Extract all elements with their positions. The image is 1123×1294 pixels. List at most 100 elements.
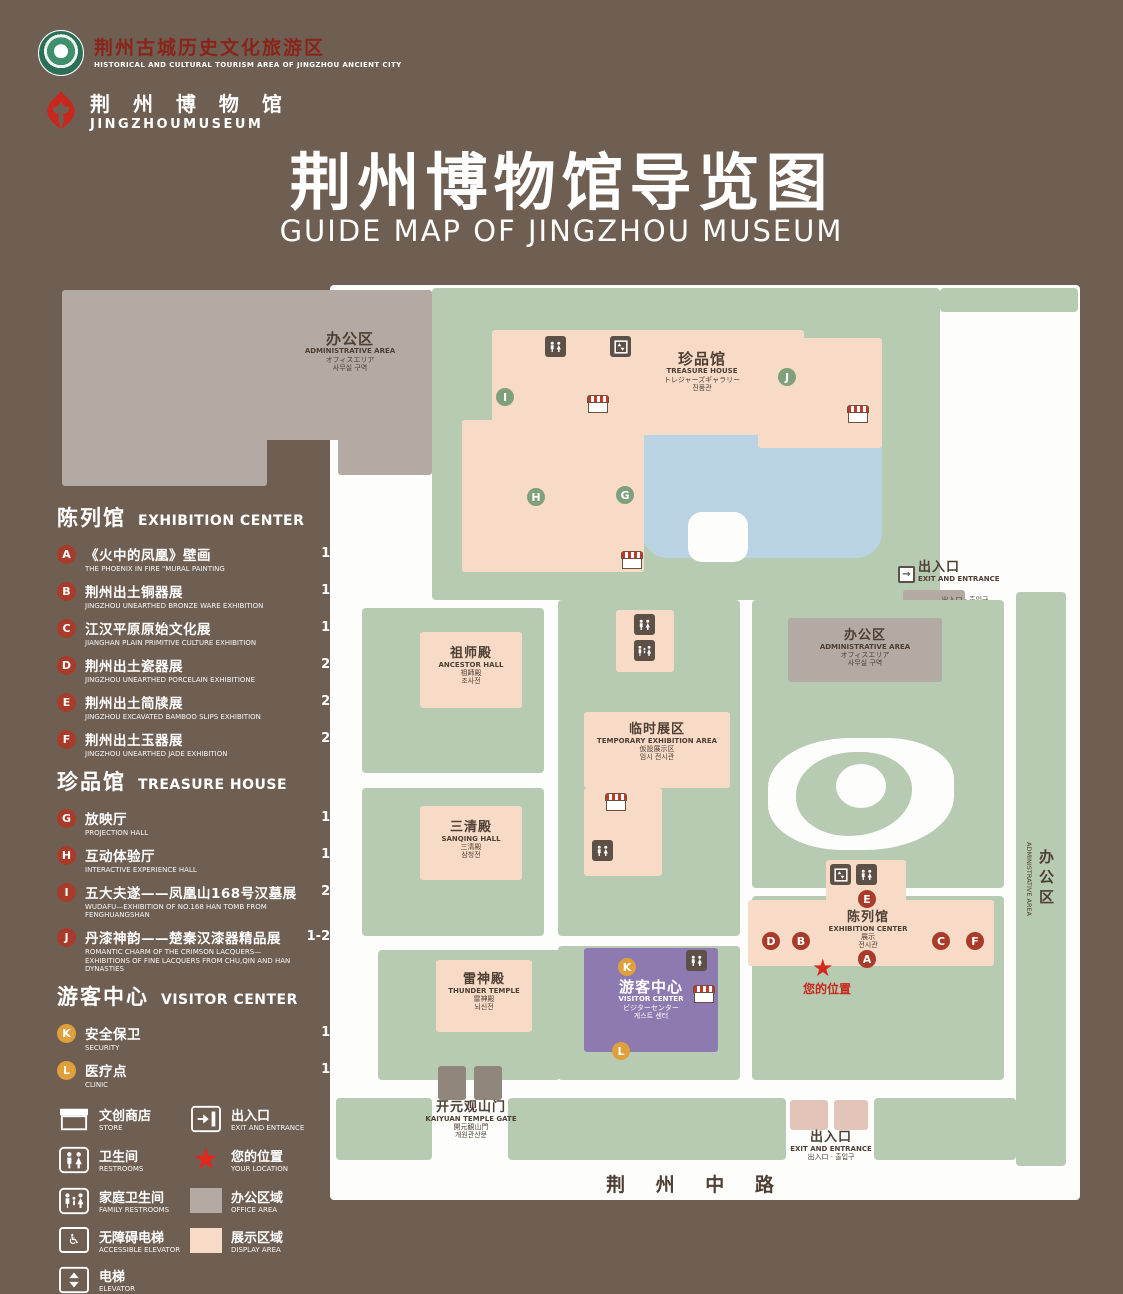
store-icon — [605, 793, 627, 811]
exit-south-building-east — [834, 1100, 868, 1130]
map-marker-e: E — [858, 890, 876, 908]
page-title: 荆州博物馆导览图 — [289, 146, 834, 219]
label-admin-east: 办公区 ADMINISTRATIVE AREA オフィスエリア 사무실 구역 — [819, 628, 911, 668]
restroom-icon — [592, 840, 613, 861]
store-icon — [587, 395, 609, 413]
letter-badge-i: I — [57, 883, 76, 903]
map-marker-c: C — [932, 932, 950, 950]
map-marker-h: H — [527, 488, 545, 506]
label-sanqing: 三清殿 SANQING HALL 三清殿 삼청전 — [441, 820, 501, 860]
family-restroom-icon — [634, 640, 655, 661]
letter-badge-c: C — [57, 619, 76, 639]
office-area-swatch — [190, 1188, 222, 1214]
office-building-nw-wing — [62, 418, 267, 486]
museum-logo: 荆 州 博 物 馆 JINGZHOUMUSEUM — [42, 88, 290, 136]
map-marker-i: I — [496, 388, 514, 406]
family-restroom-icon — [57, 1187, 91, 1215]
legend-heading-exhibition: 陈列馆 EXHIBITION CENTER — [57, 506, 305, 530]
page-subtitle: GUIDE MAP OF JINGZHOU MUSEUM — [279, 214, 844, 248]
accessible-elevator-icon: ♿ — [59, 1227, 89, 1254]
office-building-nw-tab — [338, 430, 432, 475]
letter-badge-f: F — [57, 730, 76, 750]
map-marker-d: D — [762, 932, 780, 950]
restroom-icon — [57, 1146, 91, 1174]
garden-pond-small — [836, 764, 886, 808]
exit-south-building-west — [790, 1100, 828, 1130]
tourism-area-logo: 荆州古城历史文化旅游区 HISTORICAL AND CULTURAL TOUR… — [38, 30, 402, 76]
lawn-south-1 — [336, 1098, 432, 1160]
letter-badge-h: H — [57, 846, 76, 866]
letter-badge-g: G — [57, 809, 76, 829]
label-exit-south: 出入口 EXIT AND ENTRANCE 出入口 · 출입구 — [790, 1130, 872, 1162]
pond-notch — [688, 512, 748, 562]
sanqing-hall — [420, 806, 522, 880]
location-star-icon: ★ — [192, 1141, 220, 1177]
label-treasure: 珍品馆 TREASURE HOUSE トレジャーズギャラリー 진품관 — [663, 350, 741, 392]
office-strip-east: ADMINISTRATIVE AREA 办公区 — [1016, 592, 1066, 1166]
map-marker-a: A — [858, 950, 876, 968]
your-location-star: ★ — [812, 954, 834, 982]
display-area-swatch — [190, 1227, 222, 1253]
map-marker-f: F — [966, 932, 984, 950]
treasure-house-south — [462, 420, 644, 572]
label-thunder: 雷神殿 THUNDER TEMPLE 雷神殿 뇌신전 — [448, 972, 520, 1012]
restroom-icon — [634, 614, 655, 635]
letter-badge-a: A — [57, 545, 76, 564]
map-marker-l: L — [612, 1042, 630, 1060]
restroom-icon — [856, 864, 877, 885]
letter-badge-d: D — [57, 656, 76, 676]
store-icon — [57, 1105, 91, 1133]
label-visitor-center: 游客中心 VISITOR CENTER ビジターセンター 게스트 센터 — [618, 978, 684, 1020]
elevator-icon — [610, 336, 631, 357]
legend-heading-visitor: 游客中心 VISITOR CENTER — [57, 984, 298, 1009]
museum-title: 荆 州 博 物 馆 — [90, 91, 290, 116]
label-your-location: 您的位置 — [802, 982, 851, 996]
lawn-north-edge — [940, 288, 1078, 312]
letter-badge-k: K — [57, 1023, 76, 1043]
label-road: 荆 州 中 路 — [606, 1174, 786, 1196]
letter-badge-b: B — [57, 582, 76, 602]
tourism-area-subtitle: HISTORICAL AND CULTURAL TOURISM AREA OF … — [94, 61, 402, 70]
map-marker-g: G — [616, 486, 634, 504]
label-exit-ne: 出入口 EXIT AND ENTRANCE — [918, 560, 1000, 583]
tourism-area-title: 荆州古城历史文化旅游区 — [94, 36, 326, 59]
phoenix-emblem-icon — [42, 88, 80, 136]
map-marker-j: J — [778, 368, 796, 386]
store-icon — [847, 405, 869, 423]
letter-badge-e: E — [57, 693, 76, 713]
label-temp-exhibit: 临时展区 TEMPORARY EXHIBITION AREA 仮設展示区 임시 … — [596, 722, 718, 762]
treasure-house-main — [492, 330, 804, 435]
label-admin-nw: 办公区 ADMINISTRATIVE AREA オフィスエリア 사무실 구역 — [304, 330, 396, 372]
gate-pillar-east — [474, 1066, 502, 1100]
ancestor-hall — [420, 632, 522, 708]
restroom-icon — [686, 950, 707, 971]
label-admin-strip: ADMINISTRATIVE AREA 办公区 — [1025, 841, 1055, 917]
exit-icon — [189, 1105, 223, 1133]
legend-heading-treasure: 珍品馆 TREASURE HOUSE — [57, 770, 288, 795]
office-building-east — [788, 618, 942, 682]
restroom-icon — [545, 336, 566, 357]
label-gate: 开元观山门 KAIYUAN TEMPLE GATE 開元観山門 개원관산문 — [425, 1100, 517, 1140]
label-ancestor: 祖师殿 ANCESTOR HALL 祖師殿 조사전 — [438, 646, 504, 686]
map-marker-k: K — [618, 958, 636, 976]
thunder-temple — [436, 960, 532, 1032]
office-building-nw — [62, 290, 432, 440]
